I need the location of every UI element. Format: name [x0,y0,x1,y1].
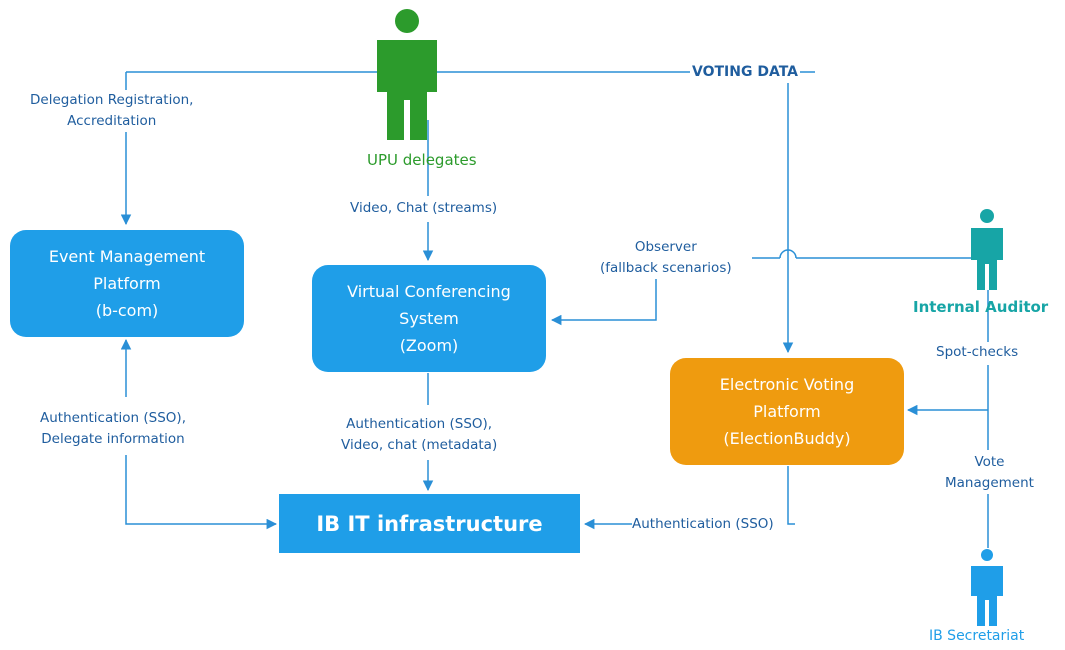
voting-line1: Electronic Voting [719,375,855,394]
infrastructure-box: IB IT infrastructure [279,494,580,553]
secretariat-label: IB Secretariat [929,628,1025,644]
voting-platform-box: Electronic Voting Platform (ElectionBudd… [670,358,904,465]
voting-line2: Platform [753,402,821,421]
observer-line2: (fallback scenarios) [600,260,732,276]
auth-event-label: Authentication (SSO), Delegate informati… [40,408,186,450]
auditor-label: Internal Auditor [913,298,1049,316]
auth-conf-line2: Video, chat (metadata) [341,437,498,453]
observer-label: Observer (fallback scenarios) [600,237,732,279]
conferencing-box: Virtual Conferencing System (Zoom) [312,265,546,372]
event-line1: Event Management [48,247,206,266]
delegation-label: Delegation Registration, Accreditation [30,90,194,132]
auth-conf-label: Authentication (SSO), Video, chat (metad… [341,414,498,456]
event-management-box: Event Management Platform (b-com) [10,230,244,337]
auth-conf-line1: Authentication (SSO), [346,416,493,432]
connector-voting-infra [787,466,795,525]
delegation-line2: Accreditation [67,113,157,129]
auth-voting-label: Authentication (SSO) [632,514,774,535]
conf-line2: System [399,309,459,328]
auditor-person-icon [971,209,1003,290]
event-line3: (b-com) [95,301,159,320]
vote-mgmt-line1: Vote [974,454,1005,470]
vote-management-label: Vote Management [945,452,1034,494]
connector-observer-hop [779,249,797,259]
voting-line3: (ElectionBuddy) [723,429,851,448]
event-line2: Platform [93,274,161,293]
secretariat-person-icon [971,549,1003,626]
connector-voting-data [782,71,815,354]
connector-observer-to-conf [550,276,657,326]
video-chat-label: Video, Chat (streams) [350,198,498,219]
conf-line1: Virtual Conferencing [347,282,511,301]
delegates-person-icon [377,9,437,140]
conf-line3: (Zoom) [399,336,459,355]
connector-event-infra-lower [125,455,278,530]
auth-event-line1: Authentication (SSO), [40,410,186,426]
delegates-label: UPU delegates [367,151,477,169]
voting-data-label: VOTING DATA [690,62,800,83]
delegation-line1: Delegation Registration, [30,92,194,108]
auth-event-line2: Delegate information [41,431,185,447]
observer-line1: Observer [634,239,697,255]
vote-mgmt-line2: Management [945,475,1034,491]
spot-checks-label: Spot-checks [936,342,1019,363]
